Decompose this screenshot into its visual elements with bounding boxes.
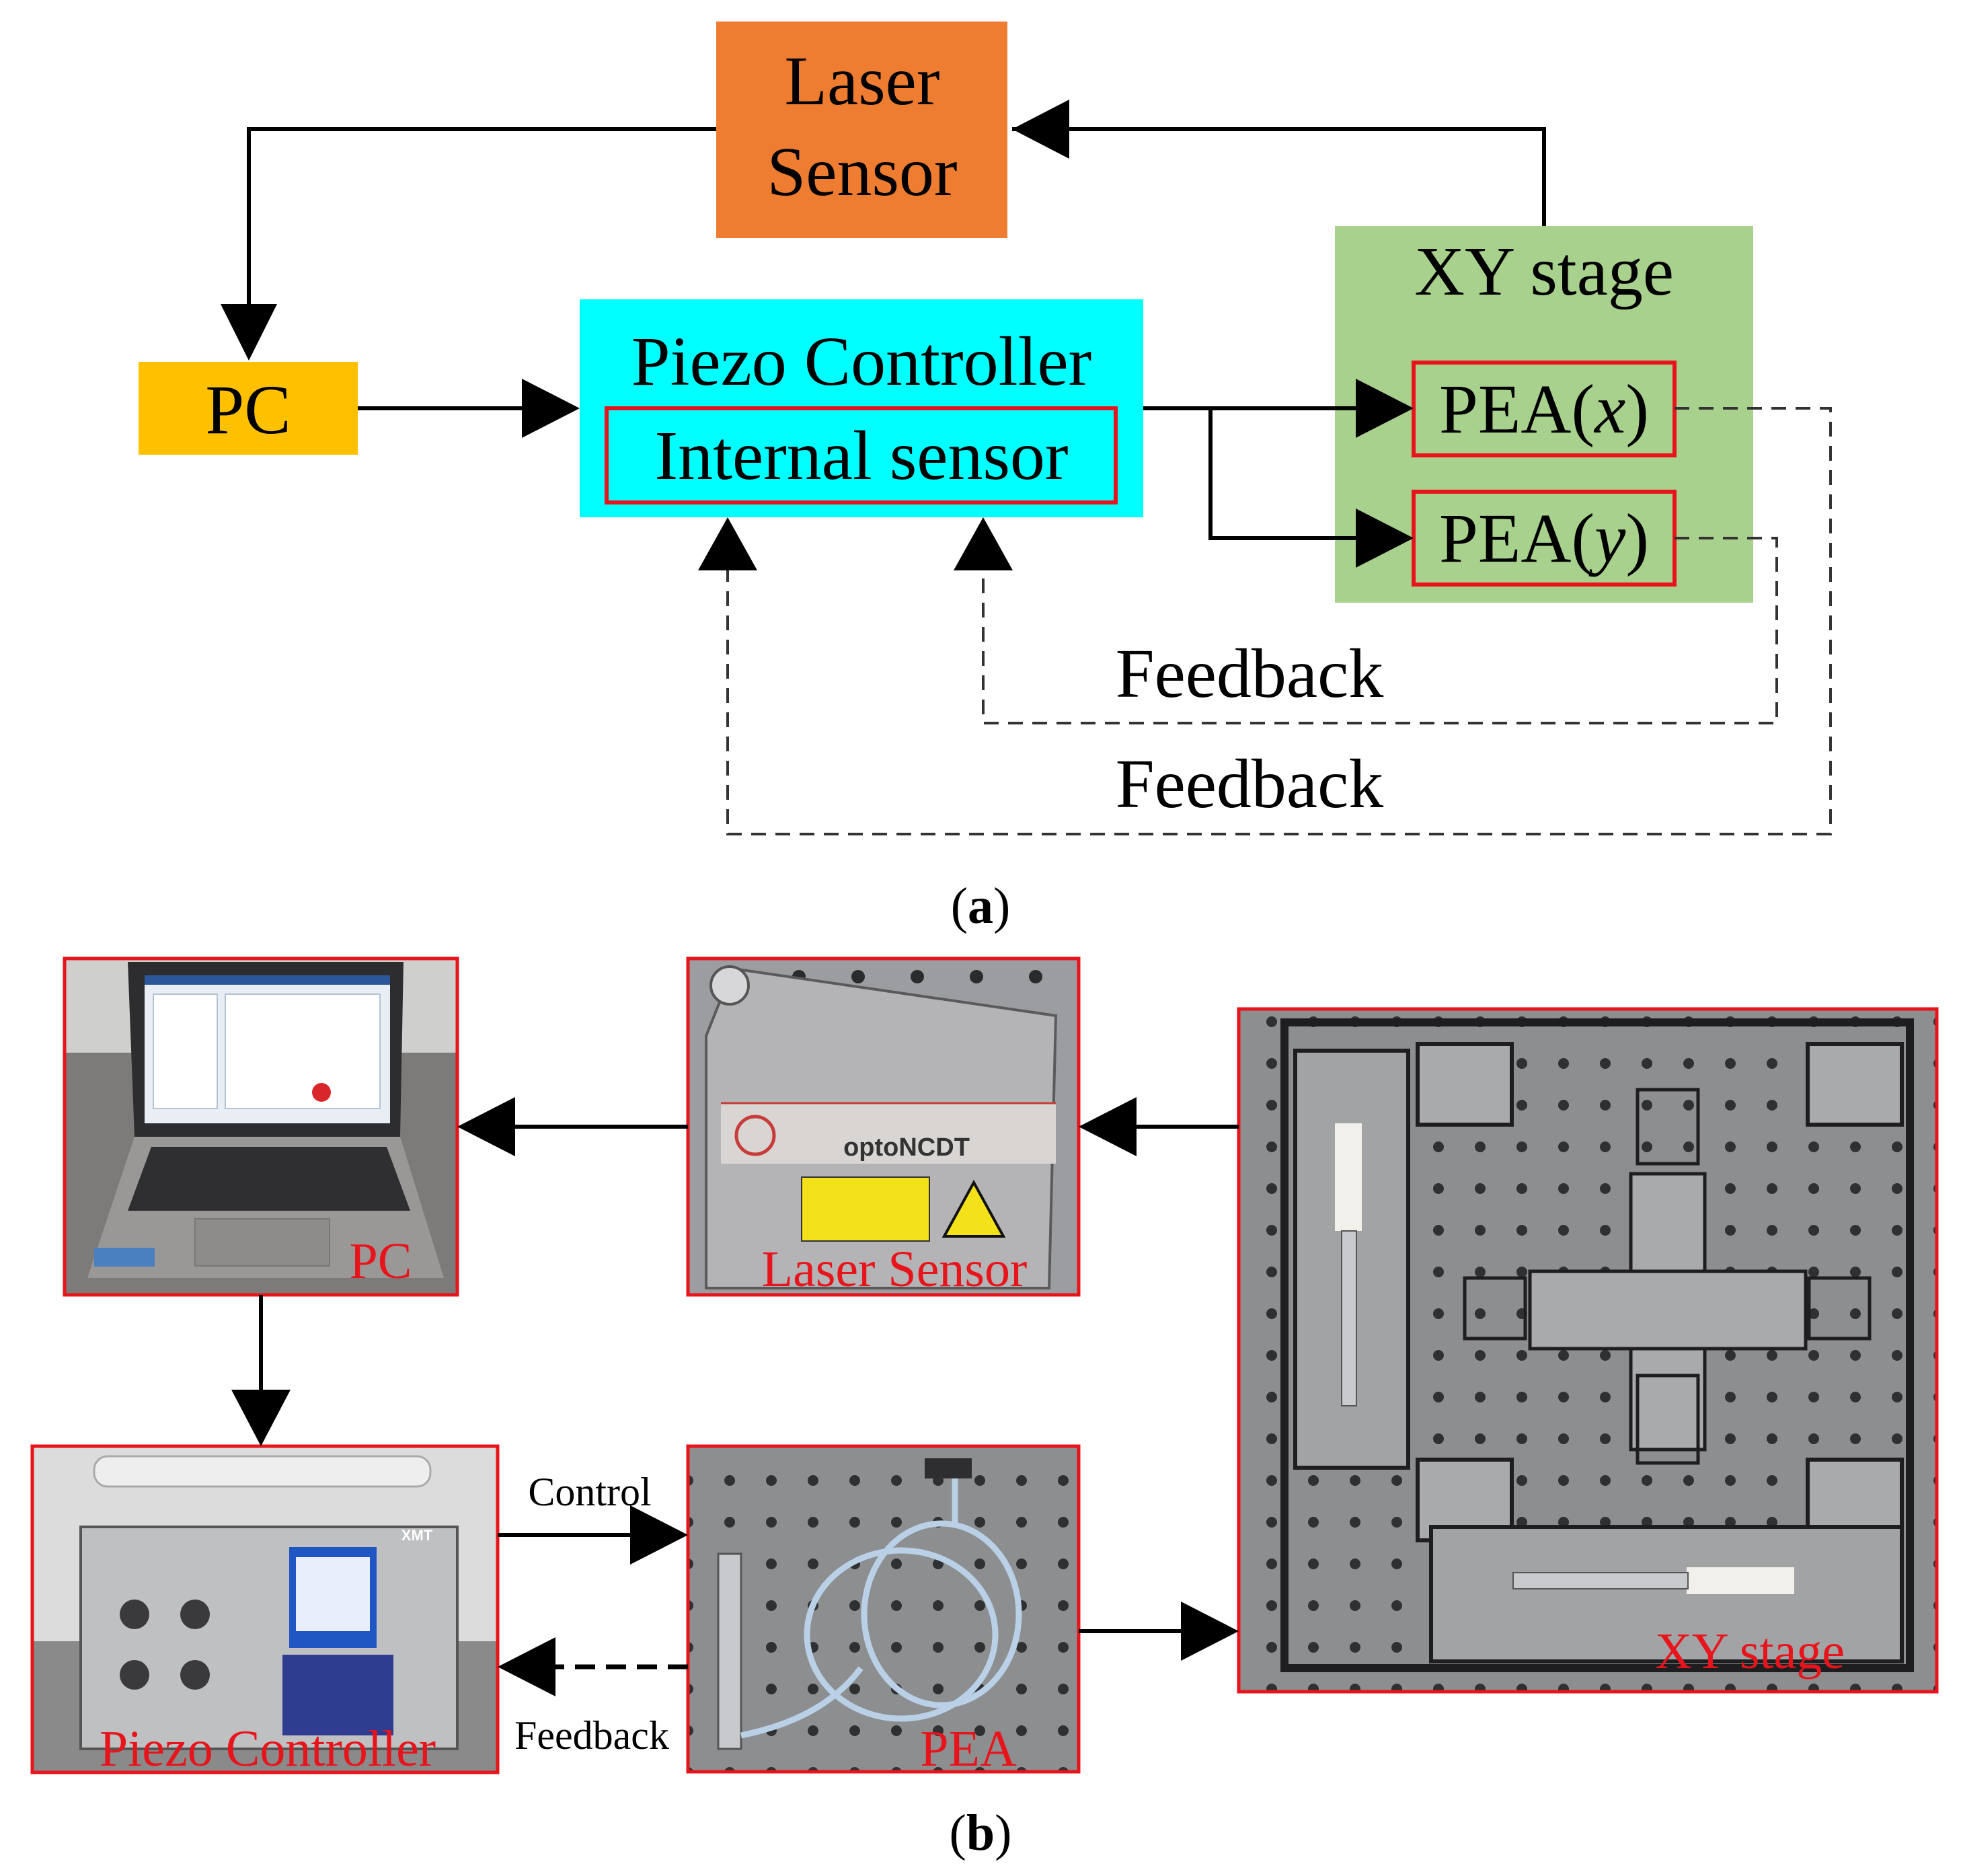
pc-photo-label: PC [350,1233,412,1289]
pea-x-label: PEA(x) [1439,371,1649,448]
panel-b-arrows [259,1125,1239,1633]
arrowhead-laser [1012,100,1069,159]
piezo-controller-label: Piezo Controller [631,323,1092,400]
arrow-controller-to-pea-y [1208,408,1410,540]
laser-sensor-box: Laser Sensor [716,22,1007,238]
pc-photo: PC [63,956,459,1297]
arrowhead-pea-x [1356,379,1414,438]
feedback-photo-label: Feedback [514,1713,669,1758]
laser-sensor-line1: Laser [785,42,940,120]
arrowhead-feedback-outer [698,517,757,570]
pea-photo: PEA [686,1444,1081,1777]
internal-sensor-label: Internal sensor [654,417,1068,494]
laser-photo-label: Laser Sensor [762,1241,1028,1298]
controller-photo-brand: XMT [401,1527,433,1544]
pea-photo-label: PEA [920,1721,1017,1777]
feedback-outer-label: Feedback [1116,745,1383,823]
arrowhead-pea-y [1356,509,1414,568]
panel-a-arrowheads [221,100,1414,570]
arrow-xy-to-laser [1012,127,1546,226]
laser-photo-brand: optoNCDT [843,1133,970,1162]
feedback-outer-loop [726,407,1832,835]
pc-label: PC [205,371,291,449]
control-label: Control [528,1470,651,1514]
feedback-inner-label: Feedback [1116,635,1383,712]
arrowhead-feedback-inner [954,517,1013,570]
panel-b-arrowheads [231,1097,1239,1696]
caption-a: (a) [951,878,1011,934]
xy-photo-label: XY stage [1655,1623,1845,1680]
pc-box: PC [139,362,358,455]
feedback-loops [726,407,1832,835]
piezo-controller-photo: XMT Piezo Controller [30,1444,500,1777]
controller-photo-label: Piezo Controller [100,1721,436,1777]
xy-stage-label: XY stage [1414,233,1674,310]
laser-sensor-photo: optoNCDT Laser Sensor [686,956,1081,1298]
pea-y-label: PEA(y) [1439,500,1649,577]
xy-stage-photo: XY stage [1237,1007,1939,1694]
internal-sensor-box [605,406,1118,504]
piezo-controller-box: Piezo Controller Internal sensor [580,299,1143,517]
arrowhead-pc [221,304,277,361]
arrow-laser-to-pc [247,127,716,357]
laser-sensor-line2: Sensor [767,133,957,211]
caption-b: (b) [950,1805,1012,1861]
arrowhead-controller [522,379,580,438]
